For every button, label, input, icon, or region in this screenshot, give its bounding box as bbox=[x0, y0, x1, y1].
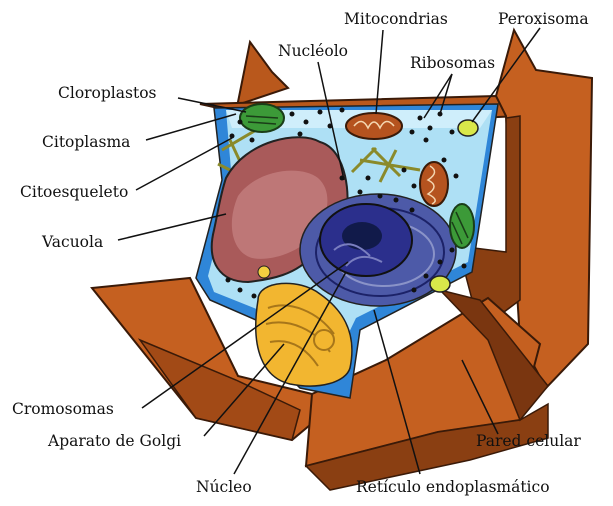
label-reticulo: Retículo endoplasmático bbox=[356, 478, 550, 496]
label-peroxisoma: Peroxisoma bbox=[498, 10, 589, 28]
label-citoplasma: Citoplasma bbox=[42, 133, 130, 151]
label-nucleo: Núcleo bbox=[196, 478, 252, 496]
label-citoesqueleto: Citoesqueleto bbox=[20, 183, 128, 201]
label-nucleolo: Nucléolo bbox=[278, 42, 348, 60]
label-mitocondrias: Mitocondrias bbox=[344, 10, 448, 28]
label-vacuola: Vacuola bbox=[41, 233, 103, 251]
label-pared-celular: Pared celular bbox=[476, 432, 581, 450]
label-aparato-golgi: Aparato de Golgi bbox=[47, 432, 181, 450]
label-cloroplastos: Cloroplastos bbox=[58, 84, 157, 102]
label-cromosomas: Cromosomas bbox=[12, 400, 114, 418]
label-ribosomas: Ribosomas bbox=[410, 54, 495, 72]
nucleus bbox=[320, 204, 412, 276]
